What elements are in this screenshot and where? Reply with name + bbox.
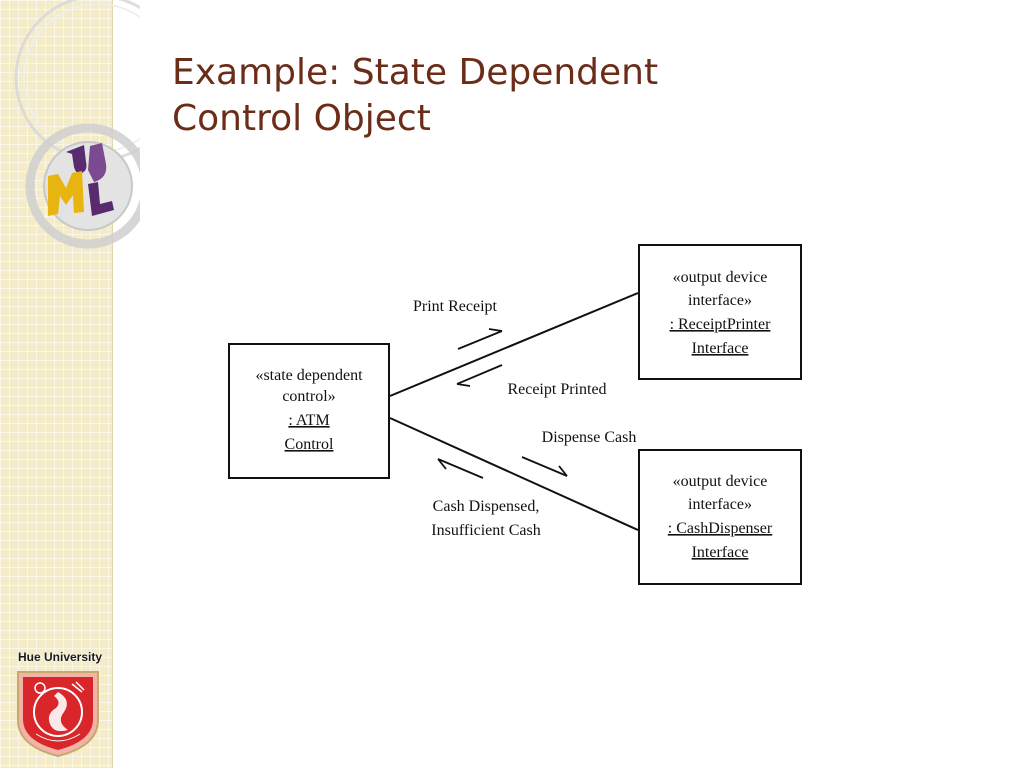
atm-control-object-box — [228, 343, 390, 479]
arrow-receipt-printed-icon — [456, 364, 503, 387]
message-receipt-printed: Receipt Printed — [507, 381, 606, 398]
slide-title: Example: State Dependent Control Object — [172, 50, 872, 142]
hue-university-emblem-icon — [17, 671, 99, 758]
arrow-dispense-cash-icon — [521, 456, 568, 477]
atm-name-line-2: Control — [285, 436, 334, 453]
cash-dispenser-stereotype-line-2: interface» — [688, 496, 752, 513]
message-cash-dispensed-line-2: Insufficient Cash — [431, 522, 540, 539]
cash-dispenser-name-line-2: Interface — [692, 544, 749, 561]
uml-logo-icon — [48, 143, 114, 216]
slide-title-line-2: Control Object — [172, 98, 431, 140]
receipt-printer-name-line-1: : ReceiptPrinter — [670, 316, 772, 333]
receipt-printer-name-line-2: Interface — [692, 340, 749, 357]
cash-dispenser-stereotype-line-1: «output device — [673, 473, 768, 490]
receipt-printer-object-box — [638, 244, 802, 380]
slide-title-line-1: Example: State Dependent — [172, 52, 659, 93]
message-dispense-cash: Dispense Cash — [542, 429, 637, 446]
cash-dispenser-name-line-1: : CashDispenser — [668, 520, 773, 537]
link-atm-to-receipt-printer — [389, 292, 639, 397]
arrow-print-receipt-icon — [457, 328, 503, 350]
university-name: Hue University — [17, 650, 103, 664]
arrow-cash-dispensed-icon — [437, 458, 484, 479]
cash-dispenser-object-box — [638, 449, 802, 585]
message-cash-dispensed-line-1: Cash Dispensed, — [433, 498, 540, 515]
link-atm-to-cash-dispenser — [389, 417, 639, 531]
receipt-printer-stereotype-line-1: «output device — [673, 269, 768, 286]
atm-stereotype-line-2: control» — [282, 388, 335, 405]
message-print-receipt: Print Receipt — [413, 298, 498, 315]
atm-stereotype-line-1: «state dependent — [255, 367, 363, 384]
atm-name-line-1: : ATM — [288, 412, 329, 429]
receipt-printer-stereotype-line-2: interface» — [688, 292, 752, 309]
